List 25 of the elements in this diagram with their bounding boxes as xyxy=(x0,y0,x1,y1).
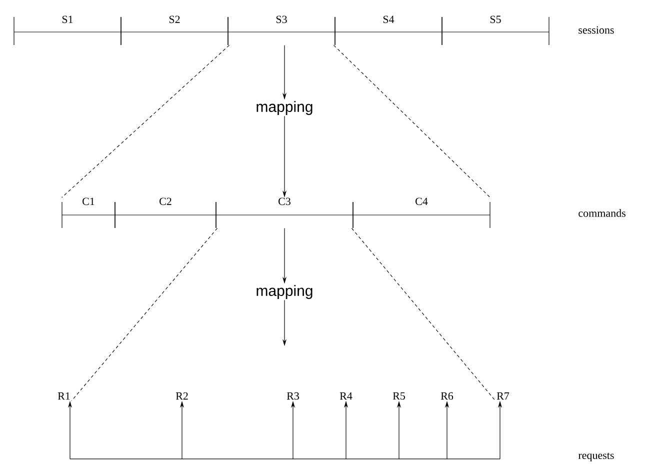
request-label: R3 xyxy=(286,392,299,400)
dashed-line xyxy=(333,44,490,198)
process-label: mapping xyxy=(256,101,312,115)
timeline-segment: C4 xyxy=(352,198,490,228)
dashed-line xyxy=(71,228,218,402)
request-label: R2 xyxy=(176,392,188,400)
dashed-line xyxy=(62,44,230,198)
process-label: mapping xyxy=(256,285,312,299)
timeline-segment: S4 xyxy=(334,16,442,46)
timeline-segment: C1 xyxy=(62,198,116,228)
request-label: R7 xyxy=(496,392,510,400)
dashed-line xyxy=(351,228,496,402)
request-label: R5 xyxy=(392,392,405,400)
timeline-segment: C3 xyxy=(216,198,354,228)
timeline-segment: S3 xyxy=(228,16,336,46)
request-label: R6 xyxy=(440,392,454,400)
axis-label: commands xyxy=(578,209,626,217)
timeline-segment: C2 xyxy=(114,198,216,228)
timeline-segment: S1 xyxy=(14,16,122,46)
axis-label: sessions xyxy=(578,26,614,34)
request-label: R1 xyxy=(58,392,70,400)
timeline-segment: S2 xyxy=(120,16,228,46)
request-label: R4 xyxy=(340,392,352,400)
axis-label: requests xyxy=(578,452,614,462)
timeline-segment: S5 xyxy=(442,16,550,46)
